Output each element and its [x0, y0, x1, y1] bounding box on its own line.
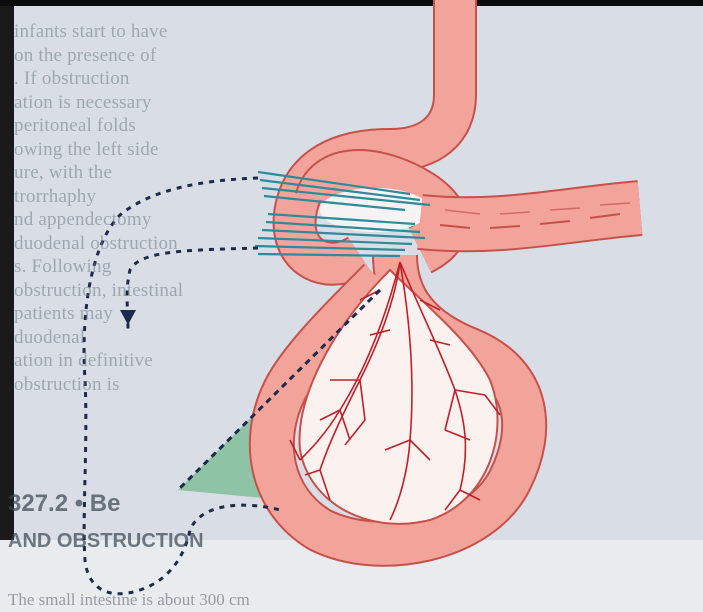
text-line: ure, with the [14, 161, 274, 185]
text-line: obstruction is [14, 373, 274, 397]
text-line: trorrhaphy [14, 185, 274, 209]
section-heading: 327.2 • Be [8, 490, 120, 518]
text-line: duodenal [14, 326, 274, 350]
text-line: ation is necessary [14, 91, 274, 115]
page-shadow-left [0, 0, 14, 612]
text-line: on the presence of [14, 44, 274, 68]
text-line: peritoneal folds [14, 114, 274, 138]
text-line: owing the left side [14, 138, 274, 162]
text-line: nd appendectomy [14, 208, 274, 232]
text-line: . If obstruction [14, 67, 274, 91]
text-line: ation in definitive [14, 349, 274, 373]
text-line: s. Following [14, 255, 274, 279]
top-edge [0, 0, 703, 6]
text-line: patients may [14, 302, 274, 326]
text-line: infants start to have [14, 20, 274, 44]
text-line: obstruction, intestinal [14, 279, 274, 303]
footer-text: The small intestine is about 300 cm [8, 590, 250, 610]
background-text-block: infants start to have on the presence of… [14, 20, 274, 396]
section-subheading: AND OBSTRUCTION [8, 530, 204, 553]
text-line: duodenal obstruction [14, 232, 274, 256]
